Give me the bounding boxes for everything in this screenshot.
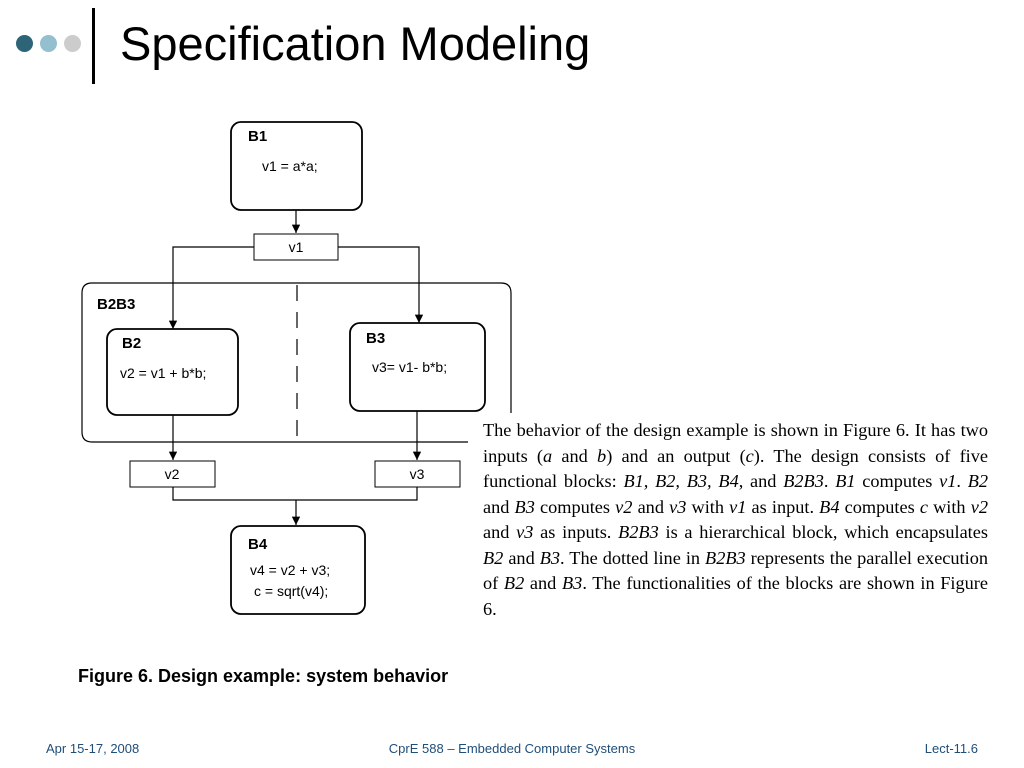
block-b1-code: v1 = a*a; <box>262 158 318 174</box>
footer-date: Apr 15-17, 2008 <box>46 741 140 756</box>
description-italic-term: B3 <box>514 496 535 517</box>
description-italic-term: v2 <box>615 496 633 517</box>
description-text: and <box>483 496 515 517</box>
description-italic-term: v3 <box>516 522 534 542</box>
description-text: represents the parallel execution of <box>483 547 988 594</box>
description-text: and <box>483 522 517 542</box>
variable-v3: v3 <box>374 460 461 488</box>
description-italic-term: v2 <box>970 496 988 517</box>
description-italic-term: b <box>597 445 607 466</box>
description-text: and <box>632 496 670 517</box>
block-b4-code-line2: c = sqrt(v4); <box>254 583 328 599</box>
description-text: computes <box>839 496 920 517</box>
description-italic-term: c <box>745 445 754 466</box>
block-b1: B1 v1 = a*a; <box>230 121 363 211</box>
variable-v3-label: v3 <box>410 466 425 482</box>
block-b2: B2 v2 = v1 + b*b; <box>106 328 239 416</box>
description-text: ). The design consists of five functiona… <box>483 445 988 492</box>
description-italic-term: B2 <box>503 573 525 593</box>
description-text: computes <box>855 471 940 491</box>
description-italic-term: B4 <box>819 496 840 517</box>
edge-v1-b3 <box>338 246 424 323</box>
block-b3-title: B3 <box>366 330 385 347</box>
block-b4-title: B4 <box>248 536 268 553</box>
description-text: as input. <box>746 496 820 517</box>
description-text: and <box>552 445 598 466</box>
footer-course: CprE 588 – Embedded Computer Systems <box>388 741 636 756</box>
footer-lecture: Lect-11.6 <box>924 741 978 756</box>
description-italic-term: v1 <box>729 496 747 517</box>
variable-v2: v2 <box>129 460 216 488</box>
block-b2-title: B2 <box>122 335 141 352</box>
figure-caption: Figure 6. Design example: system behavio… <box>78 666 449 686</box>
description-italic-term: v1 <box>939 471 957 491</box>
block-b4: B4 v4 = v2 + v3; c = sqrt(v4); <box>230 525 366 615</box>
description-text: . <box>956 471 968 491</box>
description-italic-term: B2B3 <box>705 547 746 568</box>
description-text: and <box>503 547 540 568</box>
title-divider <box>92 8 95 84</box>
description-text: , and <box>738 471 784 491</box>
bullet-dot-light <box>40 35 57 52</box>
description-italic-term: B2 <box>967 471 989 491</box>
description-text: as inputs. <box>533 522 619 542</box>
edge-v3-b4 <box>296 487 418 501</box>
description-italic-term: B2 <box>483 547 504 568</box>
description-text: . The functionalities of the blocks are … <box>483 573 988 619</box>
description-text: ) and an output ( <box>606 445 746 466</box>
description-text: computes <box>534 496 616 517</box>
bullet-dot-dark <box>16 35 33 52</box>
block-b2-code: v2 = v1 + b*b; <box>120 365 206 381</box>
block-b2b3-frame <box>81 282 512 443</box>
description-italic-term: B2B3 <box>783 471 824 491</box>
description-text: with <box>927 496 971 517</box>
description-italic-term: B3 <box>539 547 561 568</box>
description-italic-term: B1 <box>835 471 856 491</box>
description-text: . <box>823 471 836 491</box>
description-italic-term: v3 <box>669 496 687 517</box>
block-b3-code: v3= v1- b*b; <box>372 359 447 375</box>
variable-v1: v1 <box>253 233 339 261</box>
variable-v1-label: v1 <box>289 239 304 255</box>
description-italic-term: c <box>919 496 928 517</box>
description-italic-term: a <box>543 445 553 466</box>
description-text: is a hierarchical block, which encapsula… <box>658 522 988 542</box>
description-italic-term: B3 <box>562 573 583 593</box>
block-b4-code-line1: v4 = v2 + v3; <box>250 562 330 578</box>
variable-v2-label: v2 <box>165 466 180 482</box>
edge-v1-b2 <box>168 246 254 329</box>
description-text: and <box>524 573 562 593</box>
slide-title: Specification Modeling <box>120 17 591 70</box>
description-text: . The dotted line in <box>560 547 706 568</box>
bullet-dot-grey <box>64 35 81 52</box>
block-b3: B3 v3= v1- b*b; <box>349 322 486 412</box>
description-text: with <box>686 496 730 517</box>
edge-v2-b4 <box>172 487 296 501</box>
description-italic-term: B2B3 <box>618 522 659 542</box>
block-b2b3-title: B2B3 <box>97 296 135 313</box>
description-text: The behavior of the design example is sh… <box>483 420 988 466</box>
description-paragraph: The behavior of the design example is sh… <box>483 418 988 622</box>
block-b1-title: B1 <box>248 128 267 145</box>
description-italic-term: B1, B2, B3, B4 <box>623 471 739 491</box>
